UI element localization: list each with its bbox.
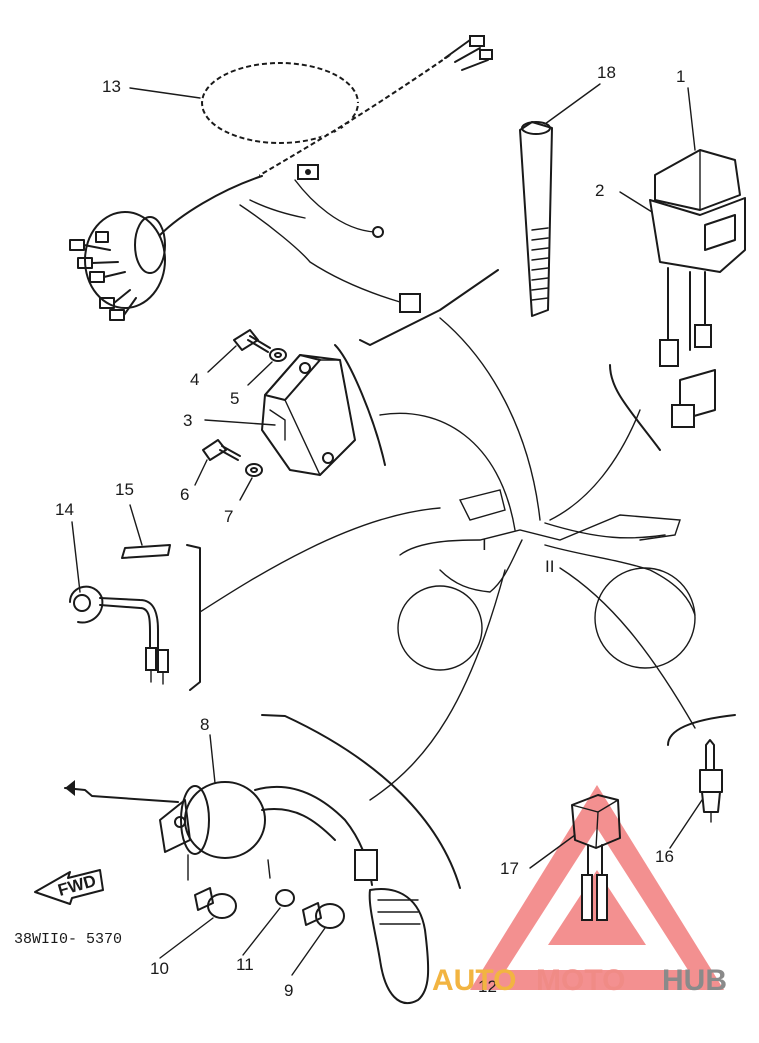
callout-8: 8 xyxy=(200,715,209,734)
location-leaders xyxy=(199,317,696,801)
callout-17: 17 xyxy=(500,859,519,878)
bolt-10 xyxy=(194,887,237,919)
motorcycle-silhouette xyxy=(397,489,696,671)
voltage-regulator xyxy=(649,149,746,428)
callout-7: 7 xyxy=(224,507,233,526)
callout-numbers: 1 2 3 4 5 6 7 8 9 10 11 12 13 14 15 16 1… xyxy=(55,63,685,1000)
callout-leaders xyxy=(71,83,703,976)
ref-mark-a: I xyxy=(482,535,487,554)
plug-cap-17 xyxy=(571,794,621,921)
callout-3: 3 xyxy=(183,411,192,430)
band-15 xyxy=(121,544,171,559)
bolt-4 xyxy=(233,329,271,353)
spark-plug xyxy=(699,739,723,823)
watermark-part-moto: MOTO xyxy=(536,964,625,997)
callout-6: 6 xyxy=(180,485,189,504)
brackets xyxy=(186,269,736,889)
main-wire-harness xyxy=(69,35,493,321)
callout-5: 5 xyxy=(230,389,239,408)
cable-band xyxy=(519,121,553,317)
callout-1: 1 xyxy=(676,67,685,86)
ignition-coil xyxy=(64,780,373,886)
spark-plug-cap xyxy=(354,849,430,1005)
callout-12: 12 xyxy=(478,977,497,996)
callout-11: 11 xyxy=(236,955,254,974)
cdi-unit xyxy=(261,354,356,477)
washer-7 xyxy=(245,463,263,477)
fwd-arrow-icon: FWD xyxy=(34,869,104,905)
figure-code: 38WII0- 5370 xyxy=(14,931,122,948)
washer-5 xyxy=(269,348,287,362)
callout-2: 2 xyxy=(595,181,604,200)
callout-9: 9 xyxy=(284,981,293,1000)
callout-4: 4 xyxy=(190,370,199,389)
bolt-6 xyxy=(202,439,241,461)
ref-mark-b: II xyxy=(545,557,554,576)
callout-13: 13 xyxy=(102,77,121,96)
bolt-9 xyxy=(302,902,345,929)
washer-11 xyxy=(275,889,295,907)
callout-16: 16 xyxy=(655,847,674,866)
callout-18: 18 xyxy=(597,63,616,82)
watermark-part-auto: AUTO xyxy=(432,964,516,997)
callout-15: 15 xyxy=(115,480,134,499)
callout-10: 10 xyxy=(150,959,169,978)
neutral-switch-lead xyxy=(69,585,169,685)
watermark-part-hub: HUB xyxy=(662,964,727,997)
callout-14: 14 xyxy=(55,500,74,519)
watermark-logo: AUTO MOTO HUB xyxy=(432,964,727,997)
fwd-label: FWD xyxy=(56,871,98,900)
